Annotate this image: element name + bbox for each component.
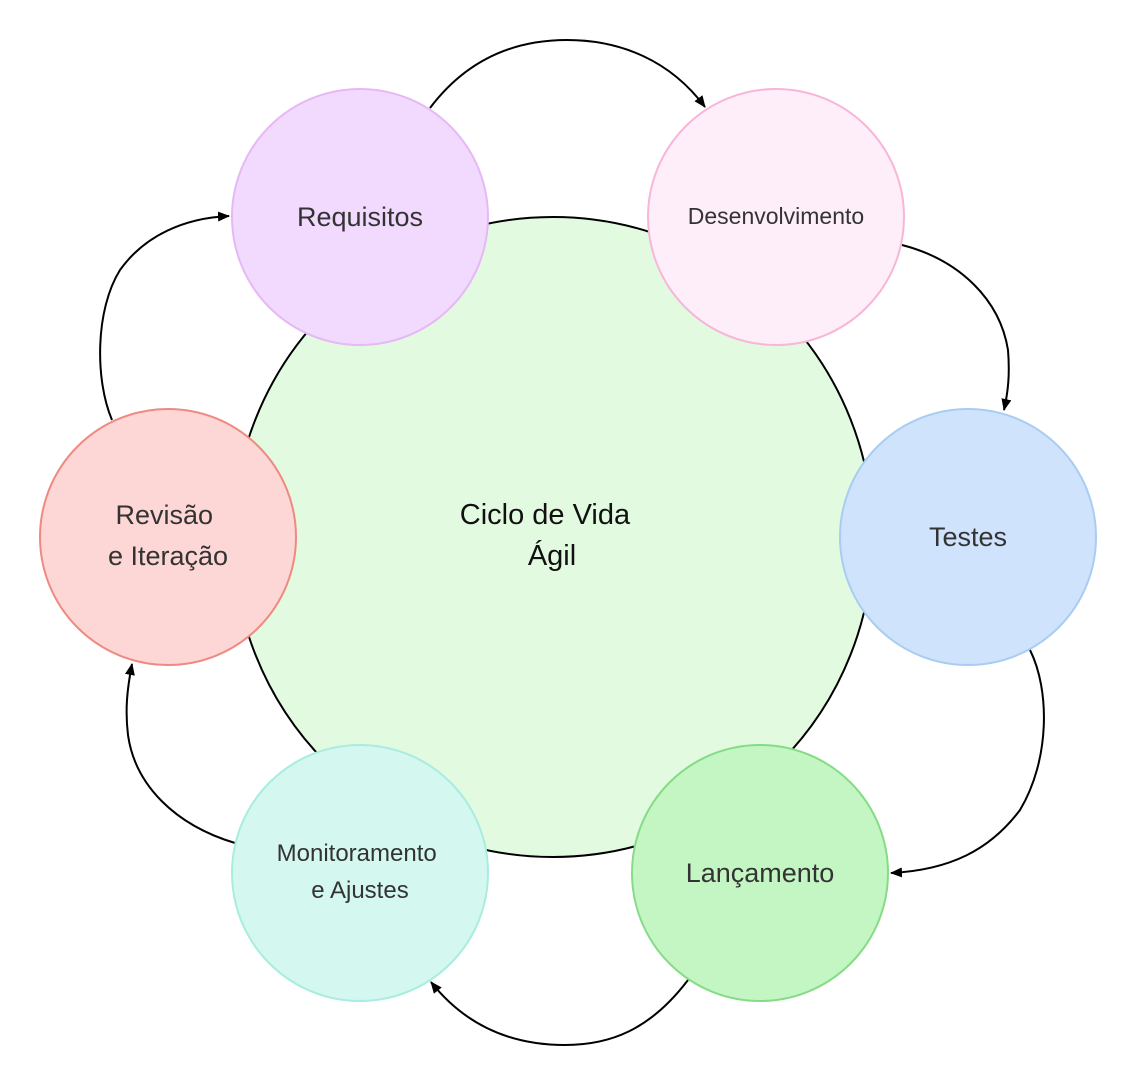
node-label-line: Desenvolvimento xyxy=(688,203,864,229)
edge-requisitos-desenvolvimento xyxy=(429,38,706,109)
node-lancamento: Lançamento xyxy=(631,744,889,1002)
node-revisao: Revisão e Iteração xyxy=(39,408,297,666)
node-requisitos: Requisitos xyxy=(231,88,489,346)
center-label-line-1: Ciclo de Vida xyxy=(460,499,631,531)
node-circle xyxy=(39,408,297,666)
node-label-line-2: e Ajustes xyxy=(311,877,408,904)
edge-desenvolvimento-testes xyxy=(901,244,1012,411)
edges xyxy=(99,38,1045,1047)
node-monitoramento: Monitoramento e Ajustes xyxy=(231,744,489,1002)
node-label-line: Testes xyxy=(929,522,1007,552)
node-desenvolvimento: Desenvolvimento xyxy=(647,88,905,346)
node-circle xyxy=(839,408,1097,666)
center-label: Ciclo de Vida Ágil xyxy=(460,499,638,572)
node-circle xyxy=(631,744,889,1002)
node-label-line-1: Monitoramento xyxy=(277,840,437,867)
node-label: Lançamento xyxy=(686,858,835,888)
node-label: Desenvolvimento xyxy=(688,203,864,229)
node-label-line-1: Revisão xyxy=(115,500,213,530)
edge-lancamento-monitoramento xyxy=(430,979,689,1047)
node-testes: Testes xyxy=(839,408,1097,666)
center-label-line-2: Ágil xyxy=(528,539,576,572)
node-label: Requisitos xyxy=(297,202,423,232)
node-label-line-2: e Iteração xyxy=(108,541,228,571)
node-label: Revisão e Iteração xyxy=(108,500,228,571)
node-label: Testes xyxy=(929,522,1007,552)
node-circle xyxy=(647,88,905,346)
edge-testes-lancamento xyxy=(890,649,1045,878)
node-label-line: Requisitos xyxy=(297,202,423,232)
edge-monitoramento-revisao xyxy=(125,663,236,844)
node-label: Monitoramento e Ajustes xyxy=(277,840,444,904)
node-label-line: Lançamento xyxy=(686,858,835,888)
edge-revisao-requisitos xyxy=(99,211,230,421)
node-circle xyxy=(231,88,489,346)
node-circle xyxy=(231,744,489,1002)
